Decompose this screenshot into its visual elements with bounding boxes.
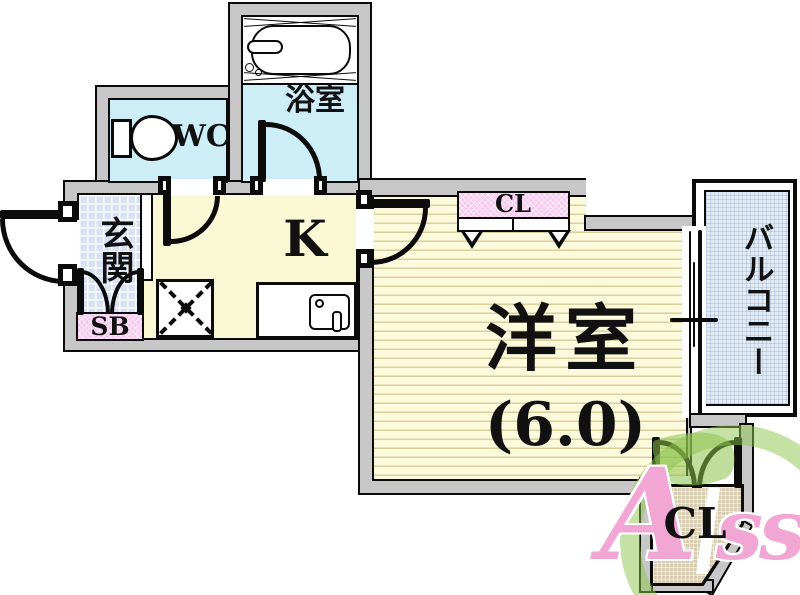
bathtub-drain-1 [245,63,254,72]
closet-upper-arrow-right-inner [552,232,566,242]
wc-door-jamb-right [213,176,226,195]
kitchen-room-door-leaf [369,199,430,208]
sink-knob [315,299,324,308]
window-center-tick [670,318,718,322]
sink-basin [309,294,350,330]
shoe-box-label: SB [90,311,130,341]
entry-door-jamb-top [58,201,77,222]
western-room-label: 洋室 [484,296,645,381]
window-line-outer [689,231,691,416]
kitchen-room-opening [356,209,374,249]
top-right-notch [586,174,694,215]
watermark-letter-a: A [600,441,698,589]
closet-upper-label: CL [495,189,531,218]
closet-upper-panel-right [512,217,570,232]
entrance-kitchen-door-panel [140,193,153,281]
watermark-text: A ssis t [600,452,800,578]
sink-counter [256,282,357,339]
bathtub-faucet [247,40,283,54]
window-line-inner [698,230,702,417]
watermark-letters-mid: ssis [715,480,800,579]
kitchen-label: K [283,209,327,268]
wc-door-leaf [163,194,171,246]
toilet-tank [111,119,132,158]
bath-door-jamb-left [250,176,263,195]
wc-door-jamb-left [158,176,171,195]
bath-door-leaf [258,120,266,182]
stove [156,279,214,338]
wc-label: WC [172,119,230,154]
shoe-box-door-post-right [137,268,144,315]
toilet-bowl [130,115,178,161]
kitchen-room-door-jamb-top [356,190,372,209]
bathroom-label: 浴室 [285,83,345,118]
room-size-label: (6.0) [484,390,647,460]
sink-tap [332,311,342,332]
wc-door-opening [164,179,220,195]
window-sash-line [693,262,695,347]
balcony-label: バルコニー [737,221,774,377]
entry-door-leaf [0,210,66,219]
kitchen-room-door-jamb-bottom [356,249,372,268]
top-right-wall [584,215,694,231]
closet-upper-arrow-left-inner [465,232,479,242]
balcony-floor [704,190,790,406]
entrance-label: 玄関 [94,216,134,284]
western-room-floor [372,195,688,481]
bathtub-drain-2 [255,69,262,76]
bath-door-jamb-right [314,176,327,195]
entry-door-arc [0,219,64,284]
bathtub [241,15,359,85]
entry-door-jamb-bottom [58,264,77,286]
closet-lower-label: CL [663,499,727,548]
closet-upper-panel-left [457,217,514,232]
bath-door-opening [255,179,322,195]
